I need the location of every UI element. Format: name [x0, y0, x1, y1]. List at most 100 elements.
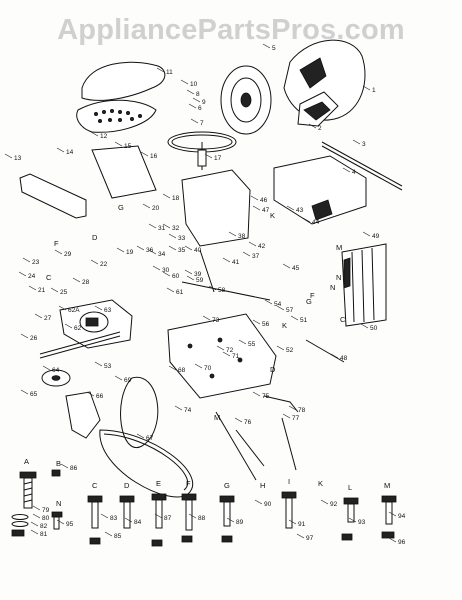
- leader-37: [242, 251, 251, 257]
- leader-26: [20, 333, 29, 339]
- callout-24: 24: [28, 273, 36, 280]
- leader-5: [262, 43, 271, 49]
- hardware-letter-E: E: [156, 479, 161, 488]
- leader-45: [282, 263, 291, 269]
- hardware-letter-N: N: [56, 499, 61, 508]
- leader-38: [228, 231, 237, 237]
- callout-73: 73: [212, 317, 220, 324]
- bolt-L: [343, 497, 359, 523]
- leader-71: [222, 351, 231, 357]
- connection-letter-C: C: [46, 273, 52, 282]
- hardware-letter-C: C: [92, 481, 98, 490]
- leader-25: [50, 287, 59, 293]
- callout-34: 34: [158, 251, 166, 258]
- bolt-A: [19, 471, 37, 509]
- callout-14: 14: [66, 149, 74, 156]
- connection-letter-F: F: [54, 239, 59, 248]
- callout-19: 19: [126, 249, 134, 256]
- leader-83: [100, 513, 109, 519]
- callout-90: 90: [264, 501, 272, 508]
- leader-31: [148, 223, 157, 229]
- leader-74: [174, 405, 183, 411]
- callout-65: 65: [30, 391, 38, 398]
- leader-65: [20, 389, 29, 395]
- leader-18: [162, 193, 171, 199]
- callout-81: 81: [40, 531, 48, 538]
- leader-48: [330, 353, 339, 359]
- leader-95: [56, 519, 65, 525]
- leader-84: [124, 517, 133, 523]
- leader-58: [208, 285, 217, 291]
- leader-89: [226, 517, 235, 523]
- leader-53: [94, 361, 103, 367]
- floor-plate-part: [91, 145, 157, 199]
- seat-pan-holes: [94, 109, 142, 124]
- leader-78: [288, 405, 297, 411]
- callout-64: 64: [52, 367, 60, 374]
- leader-97: [296, 533, 305, 539]
- connection-letter-G: G: [118, 203, 124, 212]
- leader-51: [290, 315, 299, 321]
- bolt-M: [381, 495, 397, 525]
- nut-B: [51, 469, 61, 477]
- callout-87: 87: [164, 515, 172, 522]
- callout-75: 75: [262, 393, 270, 400]
- shift-rod-part: [181, 281, 271, 301]
- callout-12: 12: [100, 133, 108, 140]
- leader-90: [254, 499, 263, 505]
- callout-55: 55: [248, 341, 256, 348]
- callout-95: 95: [66, 521, 74, 528]
- callout-16: 16: [150, 153, 158, 160]
- hood-part: [273, 155, 367, 225]
- leader-40: [184, 245, 193, 251]
- connection-letter-M: M: [336, 243, 342, 252]
- callout-41: 41: [232, 259, 240, 266]
- leader-87: [154, 513, 163, 519]
- callout-15: 15: [124, 143, 132, 150]
- callout-23: 23: [32, 259, 40, 266]
- leader-62: [64, 323, 73, 329]
- connection-letter-K: K: [270, 211, 275, 220]
- callout-3: 3: [362, 141, 366, 148]
- hardware-letter-K: K: [318, 479, 323, 488]
- callout-31: 31: [158, 225, 166, 232]
- connection-letter-M: M: [214, 413, 220, 422]
- leader-34: [148, 249, 157, 255]
- callout-33: 33: [178, 235, 186, 242]
- leader-47: [252, 205, 261, 211]
- dash-panel-part: [181, 169, 251, 247]
- callout-70: 70: [204, 365, 212, 372]
- leader-55: [238, 339, 247, 345]
- callout-26: 26: [30, 335, 38, 342]
- leader-61: [166, 287, 175, 293]
- callout-56: 56: [262, 321, 270, 328]
- connection-letter-F: F: [310, 291, 315, 300]
- leader-76: [234, 417, 243, 423]
- leader-28: [72, 277, 81, 283]
- callout-4: 4: [352, 169, 356, 176]
- callout-49: 49: [372, 233, 380, 240]
- leader-33: [168, 233, 177, 239]
- callout-60: 60: [172, 273, 180, 280]
- leader-56: [252, 319, 261, 325]
- leader-10: [180, 79, 189, 85]
- bolt-I: [281, 491, 297, 529]
- rod-76-part: [235, 429, 265, 467]
- leader-81: [30, 529, 39, 535]
- leader-91: [288, 519, 297, 525]
- hardware-letter-F: F: [186, 479, 191, 488]
- callout-78: 78: [298, 407, 306, 414]
- seat-pan-part: [76, 99, 157, 133]
- callout-59: 59: [196, 277, 204, 284]
- connection-letter-K: K: [282, 321, 287, 330]
- callout-61: 61: [176, 289, 184, 296]
- leader-80: [32, 513, 41, 519]
- callout-68: 68: [178, 367, 186, 374]
- chassis-plate-part: [167, 313, 277, 399]
- callout-72: 72: [226, 347, 234, 354]
- bolt-D: [119, 495, 135, 529]
- callout-82: 82: [40, 523, 48, 530]
- watermark: AppliancePartsPros.com: [57, 14, 405, 46]
